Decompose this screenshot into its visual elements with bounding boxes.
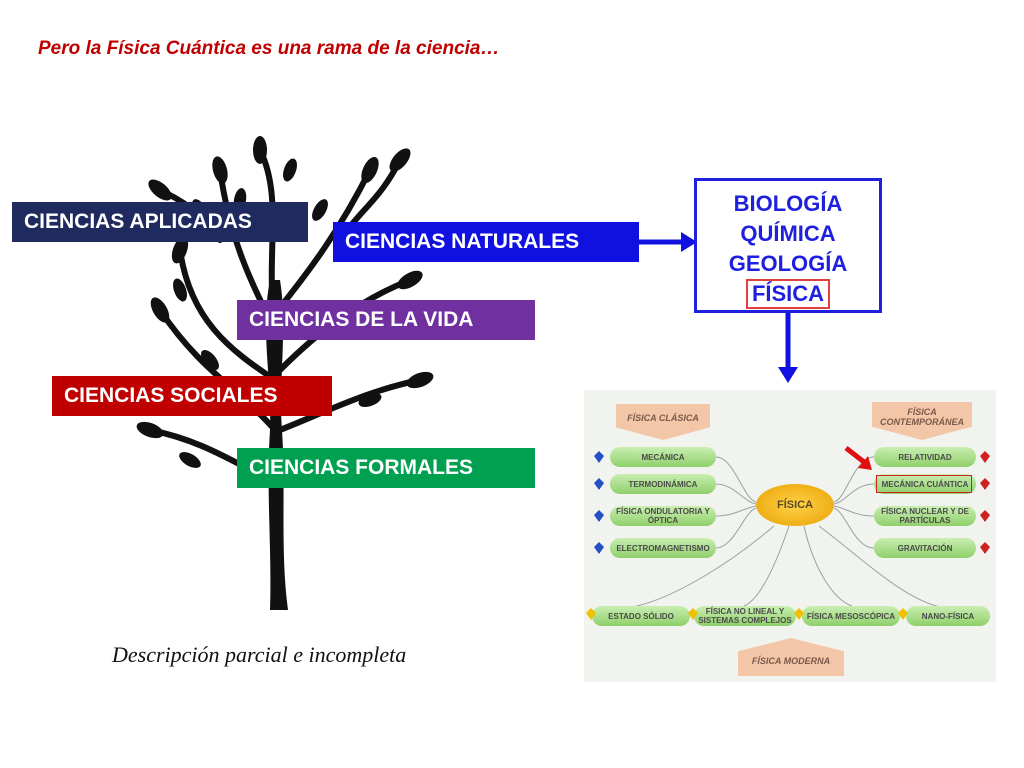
mind-map-connectors (627, 456, 945, 609)
node-electromagnetismo: ELECTROMAGNETISMO (610, 538, 716, 558)
box-item-fisica: FÍSICA (745, 279, 831, 309)
box-item-quimica: QUÍMICA (740, 221, 836, 246)
red-pointer-arrow-icon (844, 446, 872, 470)
box-item-biologia: BIOLOGÍA (733, 191, 843, 216)
node-termodinamica: TERMODINÁMICA (610, 474, 716, 494)
red-gem-icon (980, 510, 990, 522)
tag-ciencias-aplicadas: CIENCIAS APLICADAS (12, 202, 308, 242)
tag-ciencias-de-la-vida: CIENCIAS DE LA VIDA (237, 300, 535, 340)
node-relatividad: RELATIVIDAD (874, 447, 976, 467)
node-nano-fisica: NANO-FÍSICA (906, 606, 990, 626)
node-mecanica-cuantica: MECÁNICA CUÁNTICA (874, 474, 976, 494)
red-gem-icon (980, 451, 990, 463)
blue-gem-icon (594, 542, 604, 554)
blue-gem-icon (594, 510, 604, 522)
arrow-naturales-to-box (639, 232, 697, 252)
slide-title: Pero la Física Cuántica es una rama de l… (38, 38, 500, 59)
highlight-mecanica-cuantica (876, 475, 972, 493)
tag-ciencias-formales: CIENCIAS FORMALES (237, 448, 535, 488)
natural-sciences-box: BIOLOGÍA QUÍMICA GEOLOGÍA FÍSICA (694, 178, 882, 313)
slide-caption: Descripción parcial e incompleta (112, 642, 407, 667)
blue-gem-icon (594, 451, 604, 463)
tree-trunk (265, 280, 288, 610)
yellow-gem-icon (898, 608, 908, 620)
physics-mind-map: FÍSICA CLÁSICA FÍSICA CONTEMPORÁNEA FÍSI… (584, 390, 996, 682)
yellow-gem-icon (586, 608, 596, 620)
red-gem-icon (980, 542, 990, 554)
box-item-geologia: GEOLOGÍA (728, 251, 848, 276)
node-mecanica: MECÁNICA (610, 447, 716, 467)
node-fisica-ondulatoria: FÍSICA ONDULATORIA Y ÓPTICA (610, 506, 716, 526)
node-fisica-nuclear: FÍSICA NUCLEAR Y DE PARTÍCULAS (874, 506, 976, 526)
tag-ciencias-naturales: CIENCIAS NATURALES (333, 222, 639, 262)
arrow-box-to-mindmap (778, 313, 798, 383)
yellow-gem-icon (794, 608, 804, 620)
node-fisica-no-lineal: FÍSICA NO LINEAL Y SISTEMAS COMPLEJOS (694, 606, 796, 626)
blue-gem-icon (594, 478, 604, 490)
mind-map-center-fisica: FÍSICA (756, 484, 834, 526)
red-gem-icon (980, 478, 990, 490)
tag-ciencias-sociales: CIENCIAS SOCIALES (52, 376, 332, 416)
node-gravitacion: GRAVITACIÓN (874, 538, 976, 558)
node-fisica-mesoscopica: FÍSICA MESOSCÓPICA (802, 606, 900, 626)
node-estado-solido: ESTADO SÓLIDO (592, 606, 690, 626)
yellow-gem-icon (688, 608, 698, 620)
